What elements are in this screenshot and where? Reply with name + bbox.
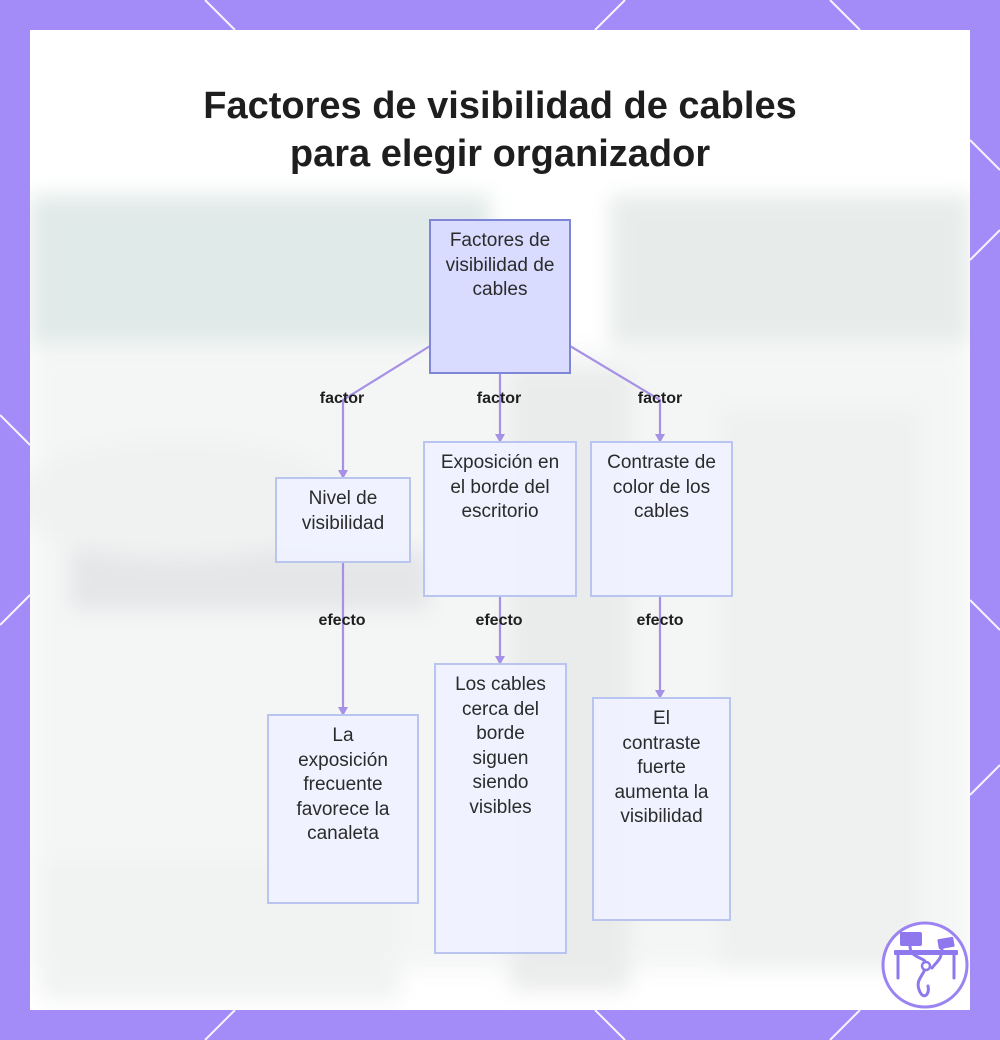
edge-root-to-node-1 xyxy=(341,345,431,478)
edge-label-efecto-3: efecto xyxy=(636,612,684,629)
edge-label-factor-1: factor xyxy=(319,390,365,407)
result-node-1-label: La exposición frecuente favorece la cana… xyxy=(296,725,390,844)
content-card: Factores de visibilidad de cables para e… xyxy=(30,30,970,1010)
page-title: Factores de visibilidad de cables para e… xyxy=(30,82,970,178)
root-node-label: Factores de visibilidad de cables xyxy=(445,230,555,300)
factor-node-edge-exposure: Exposición en el borde del escritorio xyxy=(423,441,577,597)
title-line-2: para elegir organizador xyxy=(289,133,711,175)
edge-label-factor-3: factor xyxy=(637,390,683,407)
edge-label-factor-2: factor xyxy=(476,390,522,407)
root-node: Factores de visibilidad de cables xyxy=(429,219,571,374)
result-node-edge-visible: Los cables cerca del borde siguen siendo… xyxy=(434,663,567,954)
factor-node-color-contrast: Contraste de color de los cables xyxy=(590,441,733,597)
result-node-3-label: El contraste fuerte aumenta la visibilid… xyxy=(614,708,709,827)
edge-label-efecto-2: efecto xyxy=(475,612,523,629)
edge-label-efecto-1: efecto xyxy=(318,612,366,629)
diagram-edges xyxy=(338,345,665,716)
title-line-1: Factores de visibilidad de cables xyxy=(203,85,797,127)
desk-cable-logo-icon xyxy=(881,921,969,1009)
factor-node-visibility-level: Nivel de visibilidad xyxy=(275,477,411,563)
factor-node-1-label: Nivel de visibilidad xyxy=(301,488,385,534)
result-node-strong-contrast: El contraste fuerte aumenta la visibilid… xyxy=(592,697,731,921)
factor-node-3-label: Contraste de color de los cables xyxy=(607,452,716,522)
edge-root-to-node-3 xyxy=(569,345,662,442)
result-node-2-label: Los cables cerca del borde siguen siendo… xyxy=(455,674,546,818)
concept-diagram: factor factor factor efecto efecto efect… xyxy=(30,30,970,1010)
factor-node-2-label: Exposición en el borde del escritorio xyxy=(440,452,560,522)
result-node-frequent-exposure: La exposición frecuente favorece la cana… xyxy=(267,714,419,904)
